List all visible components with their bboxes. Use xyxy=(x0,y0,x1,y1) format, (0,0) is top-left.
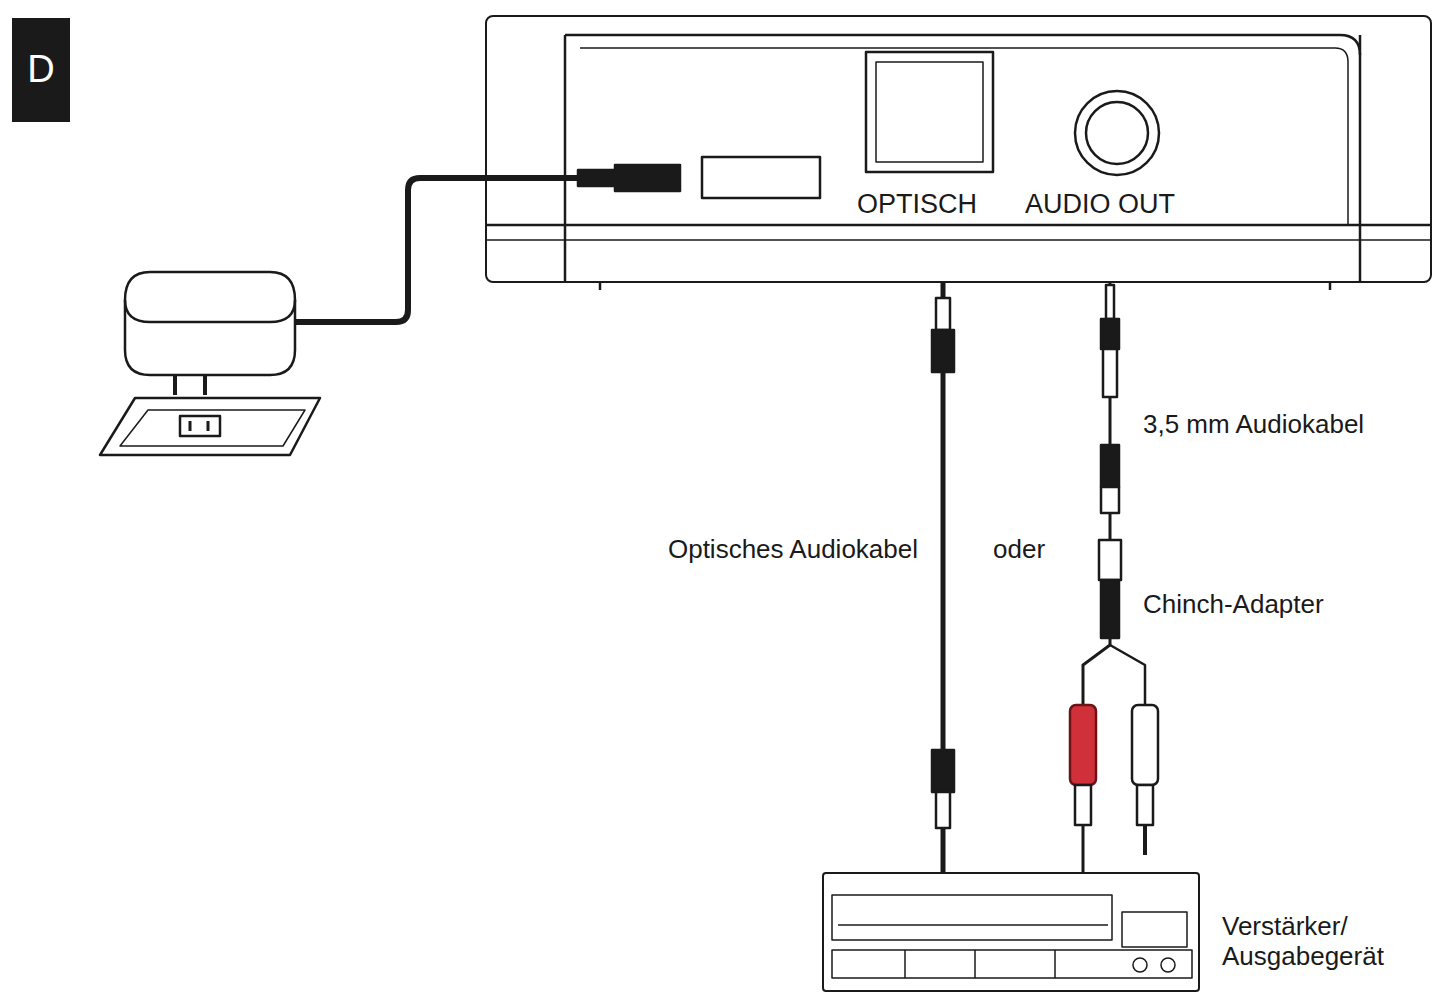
badge: D xyxy=(12,18,70,122)
jack-plug xyxy=(1103,349,1117,397)
amplifier: Verstärker/ Ausgabegerät xyxy=(822,872,1200,992)
wall-socket xyxy=(180,416,220,436)
adapter-branch xyxy=(1110,645,1145,705)
node-text: D xyxy=(12,18,70,122)
amp-knob xyxy=(1161,958,1175,972)
white-rca-pin xyxy=(1143,825,1147,855)
wall-socket-plate xyxy=(120,410,305,446)
power-adapter-edge xyxy=(125,300,295,322)
node-text: OPTISCH xyxy=(857,189,977,220)
wall-socket-plate xyxy=(100,398,320,455)
red-rca-plug xyxy=(1070,705,1096,785)
node-text: AUDIO OUT xyxy=(1025,189,1175,220)
audio-jack xyxy=(1075,91,1159,175)
slot xyxy=(702,157,820,198)
chinch-adapter xyxy=(1099,540,1121,580)
red-rca-plug xyxy=(1075,785,1091,825)
amp-divider xyxy=(904,950,906,978)
coupler xyxy=(1101,487,1119,513)
jack-plug-tip xyxy=(1106,285,1114,319)
optical-plug xyxy=(932,330,954,372)
housing-frame xyxy=(564,35,567,283)
housing-frame xyxy=(1359,35,1362,283)
amp-divider xyxy=(1054,950,1056,978)
power-adapter xyxy=(125,272,295,375)
adapter-prongs xyxy=(175,375,205,395)
amp-divider xyxy=(974,950,976,978)
power-plug xyxy=(615,165,680,191)
wall-socket-holes xyxy=(190,421,208,431)
cable-label: 3,5 mm Audiokabel xyxy=(1143,410,1364,440)
coupler xyxy=(1101,445,1119,487)
optical-plug xyxy=(936,792,950,828)
amp-knob xyxy=(1133,958,1147,972)
jack-plug xyxy=(1101,319,1119,349)
optical-port xyxy=(866,52,993,172)
housing-base-line xyxy=(485,224,1432,227)
chinch-adapter xyxy=(1101,580,1119,638)
node-text: Verstärker/ Ausgabegerät xyxy=(1222,912,1427,972)
amp-front-panel xyxy=(832,895,1112,940)
white-rca-plug xyxy=(1132,705,1158,785)
housing-panel xyxy=(580,48,1348,225)
cable-label: Optisches Audiokabel xyxy=(668,535,918,565)
or-label: oder xyxy=(993,535,1045,565)
optical-plug xyxy=(932,750,954,792)
adapter-label: Chinch-Adapter xyxy=(1143,590,1324,620)
amp-display xyxy=(1122,912,1187,947)
amp-controls xyxy=(832,950,1192,978)
optical-port-inner xyxy=(876,62,983,162)
power-cable xyxy=(296,178,578,322)
housing-base-line xyxy=(485,239,1432,241)
device-housing: OPTISCH AUDIO OUT xyxy=(485,15,1432,283)
housing-foot xyxy=(599,283,602,290)
white-rca-plug xyxy=(1137,785,1153,825)
power-plug xyxy=(578,170,618,186)
housing-foot xyxy=(1329,283,1332,290)
amp-tray xyxy=(838,924,1108,926)
optical-plug xyxy=(936,298,950,330)
audio-jack-inner xyxy=(1086,102,1148,164)
